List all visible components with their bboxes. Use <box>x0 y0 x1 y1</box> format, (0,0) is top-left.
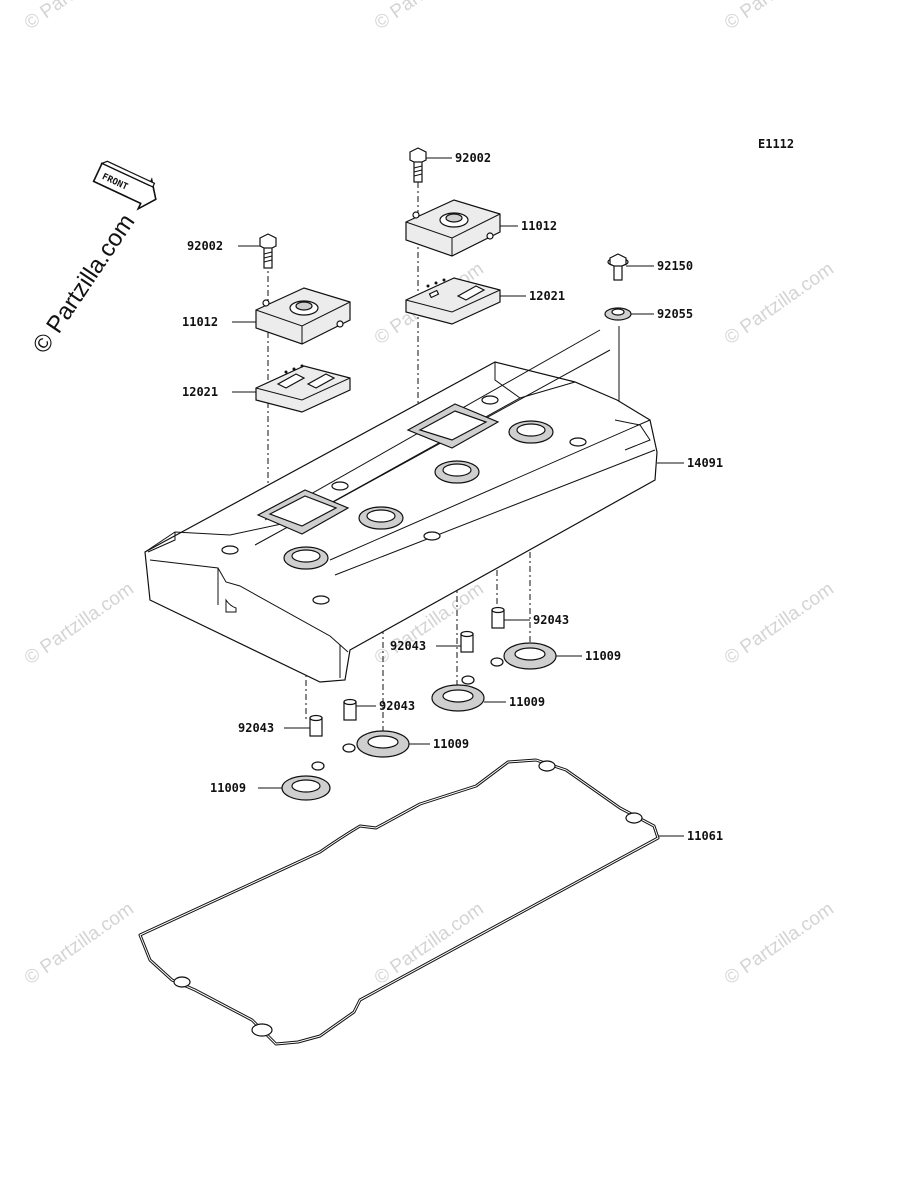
watermark-text: © Partzilla.com <box>371 0 488 34</box>
bolt-92002-left <box>259 233 277 269</box>
partzilla-watermark: © Partzilla.com <box>28 209 141 358</box>
plug-hole-seal-a <box>281 761 331 801</box>
dowel-pin-c <box>460 630 474 653</box>
watermark-text: © Partzilla.com <box>721 258 838 349</box>
plug-hole-seal-d <box>490 642 557 670</box>
watermark-text: © Partzilla.com <box>721 578 838 669</box>
label-gasket-plate-left[interactable]: 12021 <box>182 385 218 399</box>
bolt-92002-right <box>409 147 427 183</box>
plug-hole-seal-c <box>431 675 485 712</box>
plug-hole-seal-b <box>342 730 410 758</box>
label-seal-d[interactable]: 11009 <box>210 781 246 795</box>
label-bolt-left[interactable]: 92002 <box>187 239 223 253</box>
breather-cap-right <box>405 199 501 257</box>
leader-lines <box>232 157 684 837</box>
dowel-pin-a <box>309 714 323 737</box>
front-arrow-icon: FRONT <box>92 160 157 211</box>
diagram-code: E1112 <box>758 137 794 151</box>
label-cap-right[interactable]: 11012 <box>521 219 557 233</box>
label-cap-left[interactable]: 11012 <box>182 315 218 329</box>
dowel-pin-b <box>343 698 357 721</box>
label-gasket-11061[interactable]: 11061 <box>687 829 723 843</box>
label-cover-14091[interactable]: 14091 <box>687 456 723 470</box>
label-bolt-right[interactable]: 92002 <box>455 151 491 165</box>
cylinder-head-cover <box>144 329 658 683</box>
label-gasket-plate-right[interactable]: 12021 <box>529 289 565 303</box>
watermark-text: © Partzilla.com <box>21 578 138 669</box>
dowel-pin-d <box>491 606 505 629</box>
label-seal-a[interactable]: 11009 <box>585 649 621 663</box>
label-dowel-b[interactable]: 92043 <box>390 639 426 653</box>
gasket-plate-left <box>255 364 351 413</box>
label-dowel-a[interactable]: 92043 <box>533 613 569 627</box>
label-bolt-92150[interactable]: 92150 <box>657 259 693 273</box>
label-dowel-c[interactable]: 92043 <box>379 699 415 713</box>
watermark-text: © Partzilla.com <box>21 898 138 989</box>
watermark-text: © Partzilla.com <box>371 898 488 989</box>
label-dowel-d[interactable]: 92043 <box>238 721 274 735</box>
head-cover-gasket <box>138 758 660 1046</box>
part-labels: 92002 11012 12021 92002 11012 12021 9215… <box>182 151 723 843</box>
bolt-92150 <box>607 253 629 281</box>
washer-92055 <box>604 307 632 321</box>
watermark-text: © Partzilla.com <box>721 898 838 989</box>
watermark-text: © Partzilla.com <box>721 0 838 34</box>
breather-cap-left <box>255 287 351 345</box>
label-seal-c[interactable]: 11009 <box>433 737 469 751</box>
label-seal-b[interactable]: 11009 <box>509 695 545 709</box>
gasket-plate-right <box>405 277 501 325</box>
watermark-text: © Partzilla.com <box>21 0 138 34</box>
label-washer-92055[interactable]: 92055 <box>657 307 693 321</box>
